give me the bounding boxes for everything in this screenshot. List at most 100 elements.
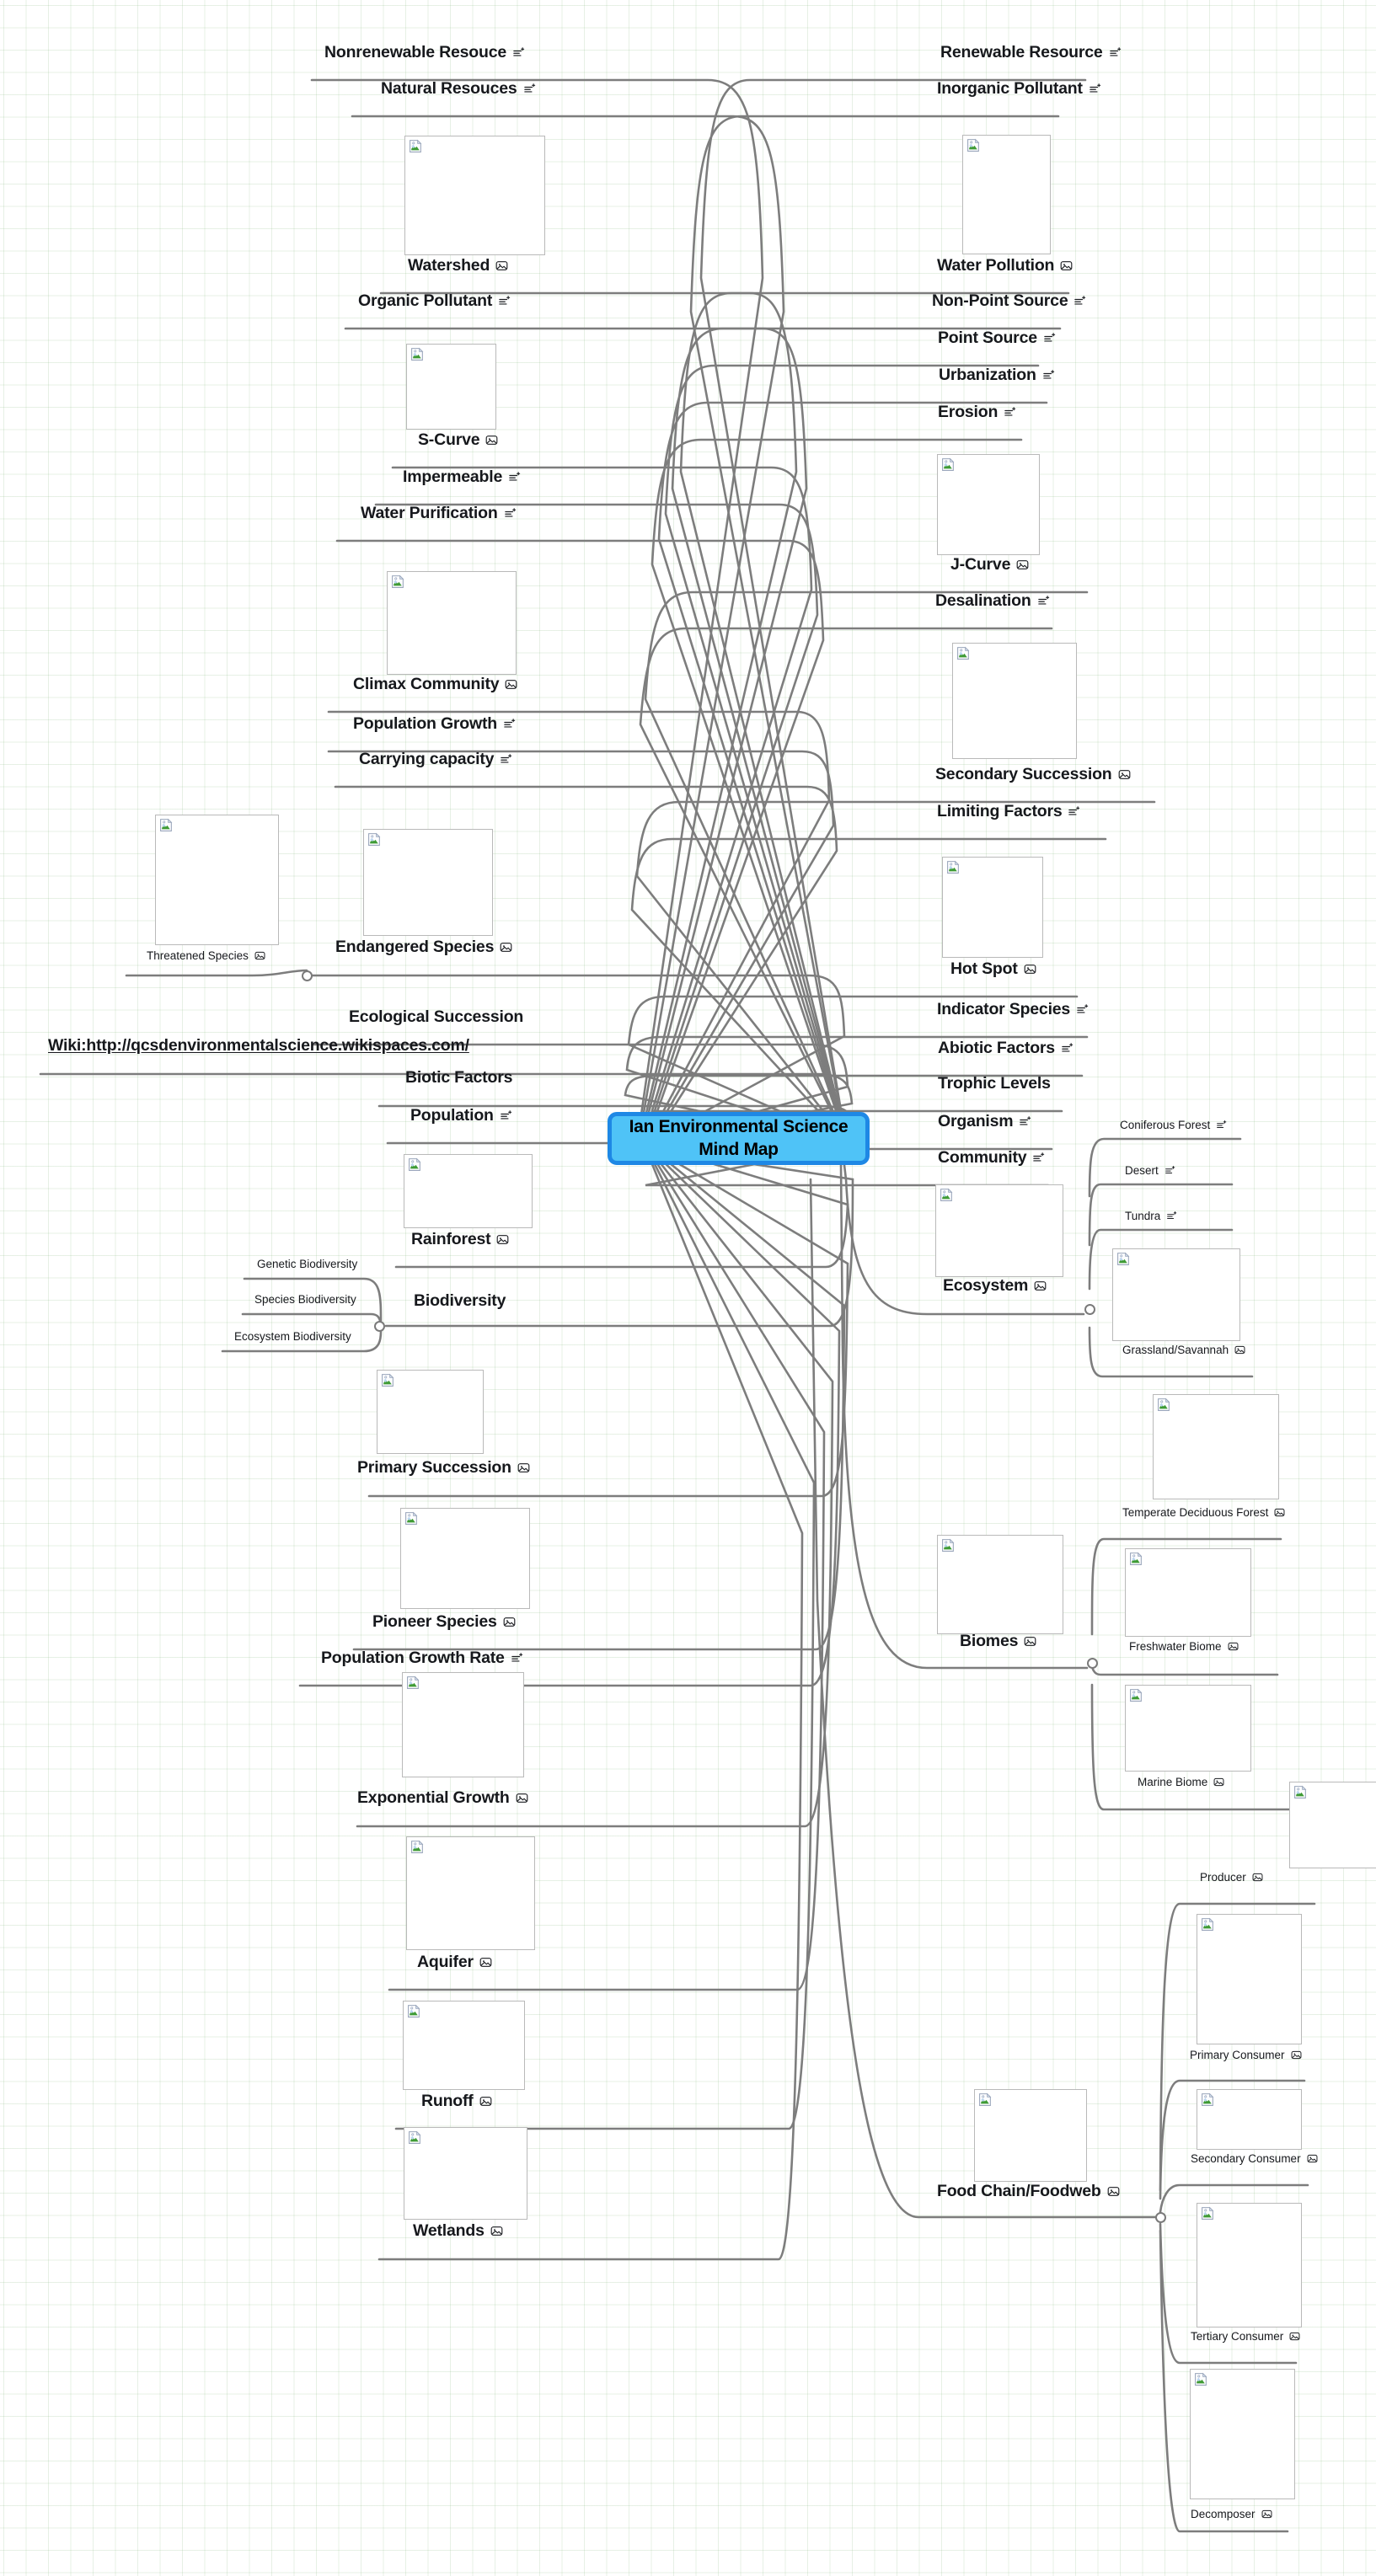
image-icon[interactable]	[495, 259, 508, 272]
image-icon[interactable]	[1107, 2185, 1120, 2198]
mindmap-node-threatened-species[interactable]: Threatened Species	[147, 949, 265, 963]
mindmap-node-impermeable[interactable]: Impermeable	[403, 468, 521, 486]
image-icon[interactable]	[1034, 1280, 1047, 1292]
mindmap-node-watershed[interactable]: Watershed	[408, 256, 508, 275]
mindmap-node-biodiversity[interactable]: Biodiversity	[414, 1291, 506, 1310]
image-icon[interactable]	[516, 1792, 528, 1804]
mindmap-node-ecological-succession[interactable]: Ecological Succession	[349, 1007, 523, 1026]
mindmap-node-ecosystem[interactable]: Ecosystem	[943, 1276, 1047, 1295]
note-add-icon[interactable]	[512, 46, 525, 59]
node-image-placeholder[interactable]	[1125, 1685, 1251, 1772]
image-icon[interactable]	[1289, 2331, 1300, 2342]
image-icon[interactable]	[503, 1616, 516, 1628]
mindmap-node-natural-resouces[interactable]: Natural Resouces	[381, 79, 536, 98]
mindmap-node-species-biodiversity[interactable]: Species Biodiversity	[254, 1293, 356, 1307]
mindmap-node-carrying-capacity[interactable]: Carrying capacity	[359, 750, 512, 768]
note-add-icon[interactable]	[1019, 1115, 1031, 1128]
mindmap-node-nonrenewable-resouce[interactable]: Nonrenewable Resouce	[324, 43, 525, 61]
node-image-placeholder[interactable]	[974, 2089, 1087, 2182]
mindmap-node-wetlands[interactable]: Wetlands	[413, 2221, 503, 2240]
note-add-icon[interactable]	[1076, 1003, 1089, 1016]
mindmap-node-trophic-levels[interactable]: Trophic Levels	[938, 1074, 1051, 1093]
mindmap-node-grassland-savannah[interactable]: Grassland/Savannah	[1122, 1344, 1245, 1357]
note-add-icon[interactable]	[1037, 595, 1050, 607]
mindmap-node-producer[interactable]: Producer	[1200, 1871, 1263, 1884]
mindmap-node-population-growth[interactable]: Population Growth	[353, 714, 516, 733]
note-add-icon[interactable]	[1042, 369, 1055, 382]
mindmap-node-climax-community[interactable]: Climax Community	[353, 675, 517, 693]
node-image-placeholder[interactable]	[952, 643, 1077, 759]
branch-collapse-dot[interactable]	[1084, 1304, 1095, 1315]
note-add-icon[interactable]	[500, 1109, 512, 1122]
image-icon[interactable]	[1060, 259, 1073, 272]
mindmap-node-indicator-species[interactable]: Indicator Species	[937, 1000, 1089, 1018]
note-add-icon[interactable]	[1109, 46, 1122, 59]
note-add-icon[interactable]	[1043, 332, 1056, 345]
image-icon[interactable]	[1234, 1344, 1245, 1355]
branch-collapse-dot[interactable]	[374, 1321, 385, 1332]
mindmap-node-marine-biome[interactable]: Marine Biome	[1138, 1776, 1224, 1789]
mindmap-node-population[interactable]: Population	[410, 1106, 512, 1125]
mindmap-node-desert[interactable]: Desert	[1125, 1164, 1175, 1178]
node-image-placeholder[interactable]	[155, 815, 279, 945]
mindmap-node-exponential-growth[interactable]: Exponential Growth	[357, 1788, 528, 1807]
mindmap-node-pioneer-species[interactable]: Pioneer Species	[372, 1612, 516, 1631]
branch-collapse-dot[interactable]	[1155, 2212, 1166, 2223]
mindmap-node-organic-pollutant[interactable]: Organic Pollutant	[358, 291, 511, 310]
image-icon[interactable]	[479, 1956, 492, 1969]
image-icon[interactable]	[500, 941, 512, 954]
node-image-placeholder[interactable]	[1153, 1394, 1279, 1499]
node-image-placeholder[interactable]	[1112, 1248, 1240, 1341]
note-add-icon[interactable]	[498, 295, 511, 307]
mindmap-node-j-curve[interactable]: J-Curve	[950, 555, 1029, 574]
mindmap-node-water-pollution[interactable]: Water Pollution	[937, 256, 1073, 275]
note-add-icon[interactable]	[504, 507, 517, 520]
note-add-icon[interactable]	[1089, 83, 1101, 95]
image-icon[interactable]	[490, 2225, 503, 2237]
node-image-placeholder[interactable]	[404, 136, 545, 255]
image-icon[interactable]	[485, 434, 498, 446]
mindmap-node-primary-succession[interactable]: Primary Succession	[357, 1458, 530, 1477]
node-image-placeholder[interactable]	[406, 1836, 535, 1950]
node-image-placeholder[interactable]	[406, 344, 496, 430]
image-icon[interactable]	[1118, 768, 1131, 781]
mindmap-node-tundra[interactable]: Tundra	[1125, 1210, 1177, 1223]
mindmap-node-erosion[interactable]: Erosion	[938, 403, 1016, 421]
note-add-icon[interactable]	[500, 753, 512, 766]
image-icon[interactable]	[1024, 963, 1036, 975]
node-image-placeholder[interactable]	[377, 1370, 484, 1454]
image-icon[interactable]	[1228, 1641, 1239, 1652]
mindmap-node-temperate-deciduous-forest[interactable]: Temperate Deciduous Forest	[1122, 1506, 1285, 1520]
mindmap-node-runoff[interactable]: Runoff	[421, 2092, 492, 2110]
note-add-icon[interactable]	[523, 83, 536, 95]
mindmap-node-urbanization[interactable]: Urbanization	[939, 366, 1055, 384]
node-image-placeholder[interactable]	[937, 1535, 1063, 1634]
mindmap-node-non-point-source[interactable]: Non-Point Source	[932, 291, 1086, 310]
node-image-placeholder[interactable]	[403, 2001, 525, 2090]
mindmap-node-secondary-succession[interactable]: Secondary Succession	[935, 765, 1131, 783]
note-add-icon[interactable]	[1032, 1152, 1045, 1164]
mindmap-node-primary-consumer[interactable]: Primary Consumer	[1190, 2049, 1302, 2062]
image-icon[interactable]	[505, 678, 517, 691]
node-image-placeholder[interactable]	[1197, 2203, 1302, 2327]
mindmap-node-food-chain-foodweb[interactable]: Food Chain/Foodweb	[937, 2182, 1120, 2200]
node-image-placeholder[interactable]	[387, 571, 517, 675]
note-add-icon[interactable]	[503, 718, 516, 730]
image-icon[interactable]	[1016, 558, 1029, 571]
node-image-placeholder[interactable]	[363, 829, 493, 936]
mindmap-node-coniferous-forest[interactable]: Coniferous Forest	[1120, 1119, 1227, 1132]
mindmap-node-tertiary-consumer[interactable]: Tertiary Consumer	[1191, 2330, 1300, 2344]
image-icon[interactable]	[1024, 1635, 1036, 1648]
mindmap-node-abiotic-factors[interactable]: Abiotic Factors	[938, 1039, 1073, 1057]
mindmap-node-desalination[interactable]: Desalination	[935, 591, 1050, 610]
mindmap-node-biomes[interactable]: Biomes	[960, 1632, 1036, 1650]
mindmap-node-endangered-species[interactable]: Endangered Species	[335, 938, 512, 956]
image-icon[interactable]	[1252, 1872, 1263, 1883]
note-add-icon[interactable]	[511, 1652, 523, 1665]
node-image-placeholder[interactable]	[935, 1184, 1063, 1277]
image-icon[interactable]	[496, 1233, 509, 1246]
note-add-icon[interactable]	[1165, 1165, 1175, 1176]
image-icon[interactable]	[1213, 1777, 1224, 1788]
mindmap-node-organism[interactable]: Organism	[938, 1112, 1031, 1130]
note-add-icon[interactable]	[1061, 1042, 1073, 1055]
